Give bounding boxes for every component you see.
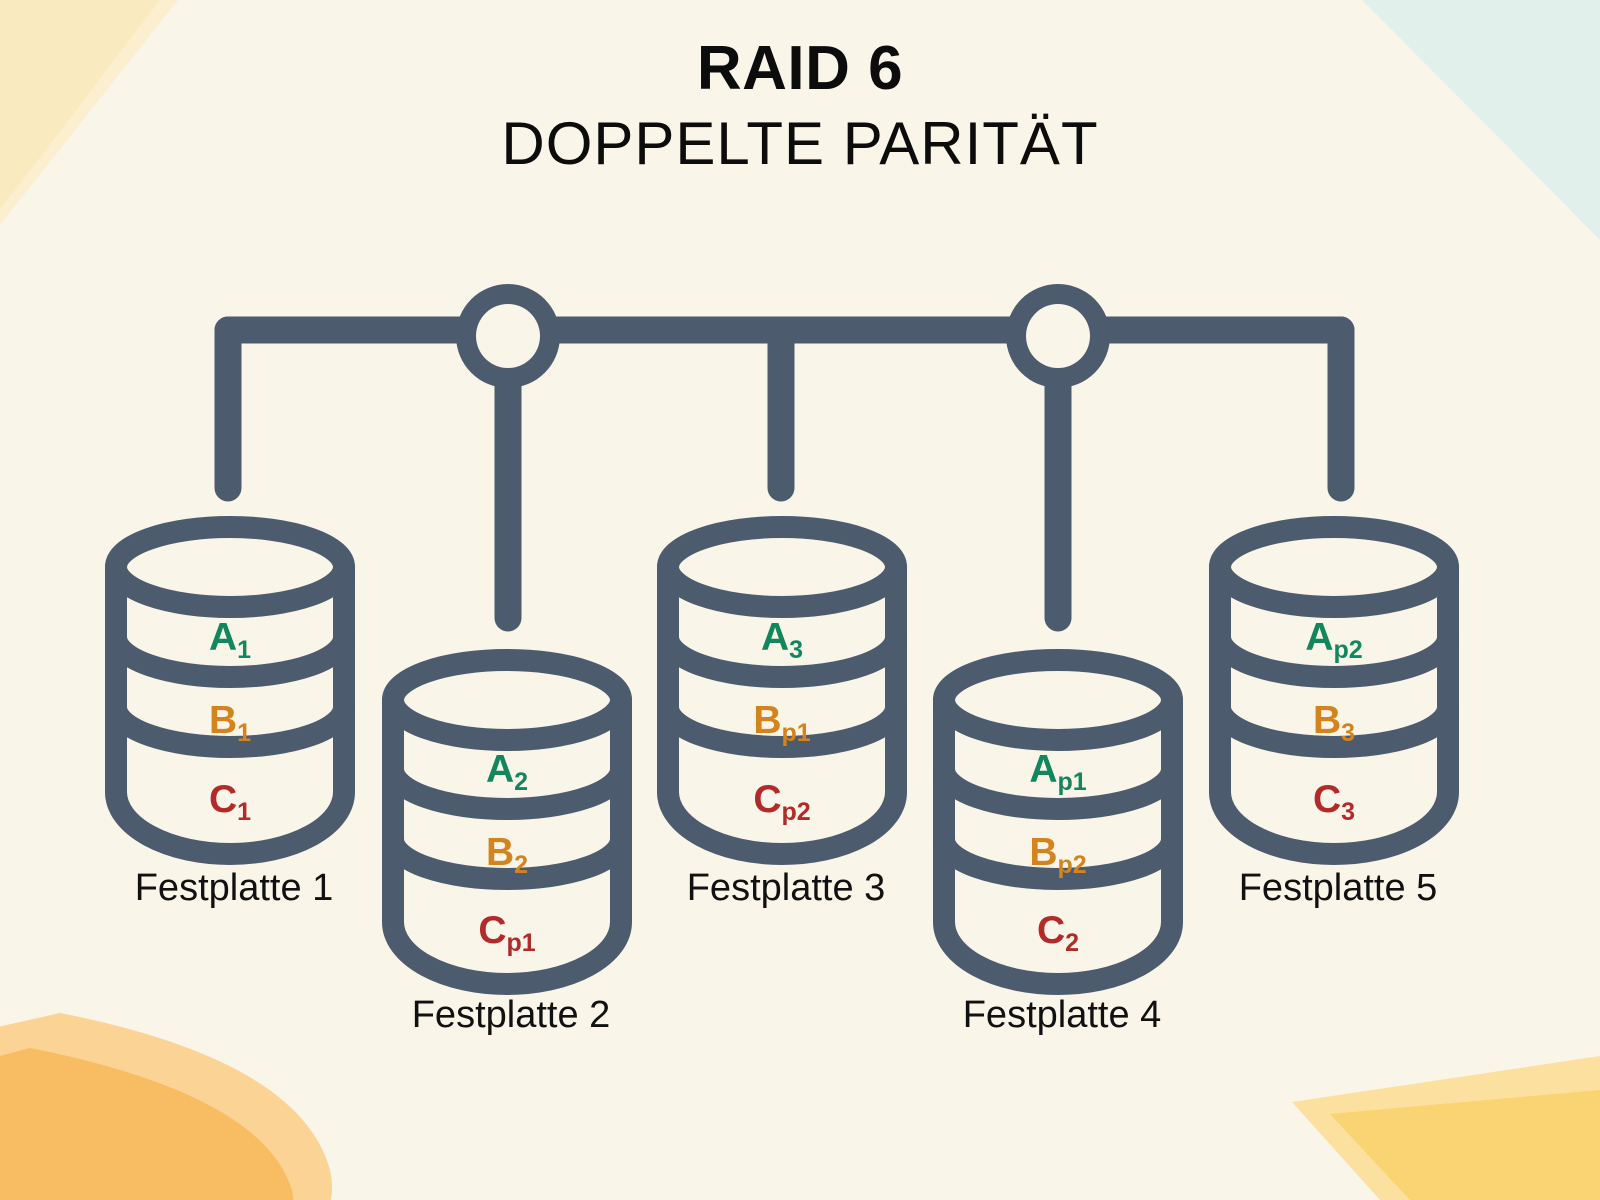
disk-2-block-3-text: Cp1 [478,909,535,957]
disk-3-cylinder [657,516,907,865]
disk-3-block-2: Bp1 [753,699,810,747]
disk-1-block-1-text: A1 [209,616,251,664]
disk-1[interactable]: A1 B1 C1 Festplatte 1 [105,516,355,909]
disk-3-body [657,556,907,865]
disk-3-divider-1 [657,635,907,688]
disk-4-caption: Festplatte 4 [963,994,1162,1036]
disk-5-block-2: B3 [1313,699,1355,747]
deco-bottom-left-blob [0,1048,294,1200]
disk-3-caption: Festplatte 3 [687,867,886,909]
page-title: RAID 6 DOPPELTE PARITÄT [0,38,1600,174]
disk-2-block-3: Cp1 [478,909,535,957]
disk-5-divider-1 [1209,635,1459,688]
disk-2-block-1-text: A2 [486,748,528,796]
disk-5-block-1-text: Ap2 [1305,616,1362,664]
disk-1-cylinder [105,516,355,865]
bus-node-hole-left [476,304,540,368]
disk-5-top [1209,516,1459,618]
disk-5-caption: Festplatte 5 [1239,867,1438,909]
disk-5-cylinder [1209,516,1459,865]
disk-4[interactable]: Ap1 Bp2 C2 Festplatte 4 [933,649,1183,1036]
controller-bus [214,316,1355,632]
disk-4-block-2-text: Bp2 [1029,831,1086,879]
disk-2-caption: Festplatte 2 [412,994,611,1036]
disk-5-divider-2 [1209,705,1459,758]
disk-1-divider-1 [105,635,355,688]
bus-ring-nodes [456,284,1110,388]
disk-3[interactable]: A3 Bp1 Cp2 Festplatte 3 [657,516,907,909]
disk-5-block-1: Ap2 [1305,616,1362,664]
disk-4-block-1: Ap1 [1029,748,1086,796]
disk-5[interactable]: Ap2 B3 C3 Festplatte 5 [1209,516,1459,909]
disk-2-block-2: B2 [486,831,528,879]
disk-4-body [933,689,1183,995]
disk-3-block-1: A3 [761,616,803,664]
bus-node-hole-right [1026,304,1090,368]
disk-5-block-3: C3 [1313,778,1355,826]
disk-2-divider-2 [382,837,632,890]
disk-2-divider-1 [382,767,632,820]
disk-2-body [382,689,632,995]
disk-2-top [382,649,632,751]
disk-3-divider-2 [657,705,907,758]
deco-bottom-right-shape [1330,1090,1600,1200]
title-main: RAID 6 [696,34,904,103]
disk-4-cylinder [933,649,1183,995]
disk-4-divider-1 [933,767,1183,820]
title-subtitle: DOPPELTE PARITÄT [501,110,1099,177]
disk-5-block-2-text: B3 [1313,699,1355,747]
disk-2-block-1: A2 [486,748,528,796]
disk-1-top [105,516,355,618]
disk-2-cylinder [382,649,632,995]
disk-1-block-3: C1 [209,778,251,826]
disk-1-block-3-text: C1 [209,778,251,826]
deco-top-right-triangle [1362,0,1600,240]
disk-3-block-3-text: Cp2 [753,778,810,826]
deco-top-left-triangle-core [0,0,160,210]
disk-4-block-3: C2 [1037,909,1079,957]
disk-1-block-1: A1 [209,616,251,664]
disk-4-block-2: Bp2 [1029,831,1086,879]
disk-1-block-2-text: B1 [209,699,251,747]
disk-4-block-3-text: C2 [1037,909,1079,957]
disk-5-body [1209,556,1459,865]
disk-3-block-3: Cp2 [753,778,810,826]
disk-1-block-2: B1 [209,699,251,747]
disk-1-divider-2 [105,705,355,758]
disk-4-top [933,649,1183,751]
disk-3-block-2-text: Bp1 [753,699,810,747]
disk-5-block-3-text: C3 [1313,778,1355,826]
disk-4-block-1-text: Ap1 [1029,748,1086,796]
disk-2-block-2-text: B2 [486,831,528,879]
disk-4-divider-2 [933,837,1183,890]
disk-3-block-1-text: A3 [761,616,803,664]
disk-1-caption: Festplatte 1 [135,867,334,909]
disk-2[interactable]: A2 B2 Cp1 Festplatte 2 [382,649,632,1036]
disk-3-top [657,516,907,618]
disk-1-body [105,556,355,865]
